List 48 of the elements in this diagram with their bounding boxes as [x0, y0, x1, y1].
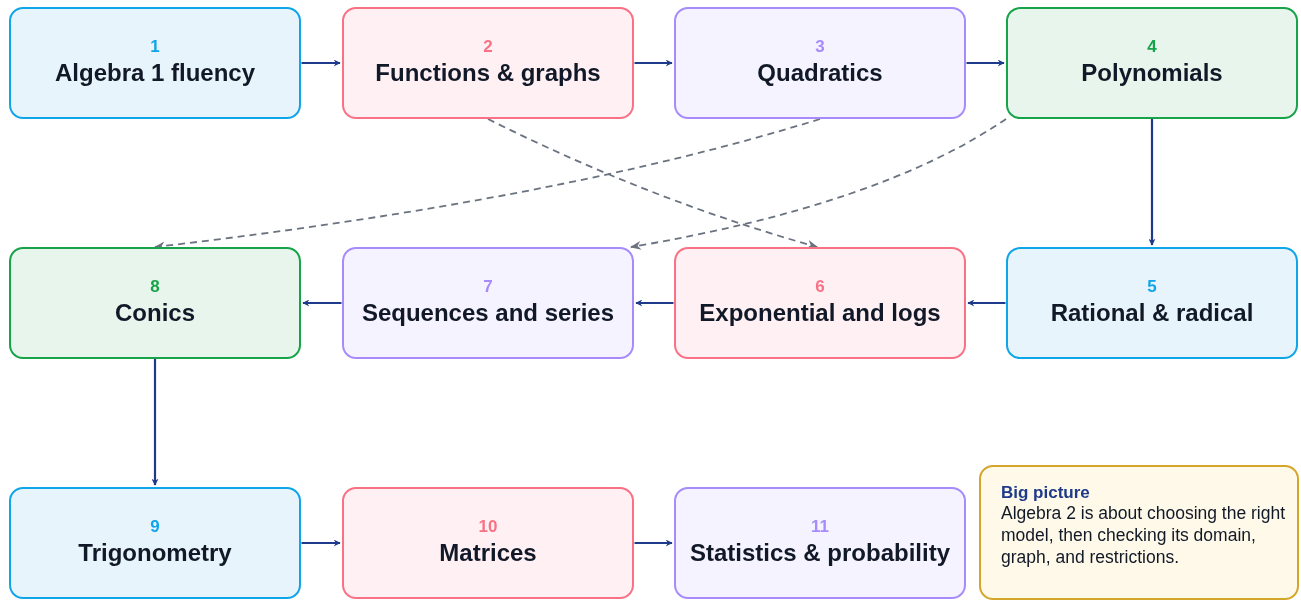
arrow: [966, 59, 1005, 67]
step-number: 1: [150, 38, 160, 57]
dashed-arrow: [487, 118, 819, 249]
topic-box: [342, 487, 634, 599]
arrow: [634, 59, 673, 67]
topic-box: [9, 487, 301, 599]
topic-box: [1006, 7, 1298, 119]
step-number: 6: [815, 278, 825, 297]
topic-box: [674, 7, 966, 119]
dashed-arrow: [630, 118, 1007, 250]
step-number: 11: [811, 518, 829, 537]
step-number: 2: [483, 38, 493, 57]
note-card: [979, 465, 1299, 600]
arrow: [301, 539, 341, 547]
arrow: [634, 539, 673, 547]
step-number: 5: [1147, 278, 1157, 297]
step-number: 9: [150, 518, 160, 537]
note-text: Algebra 2 is about choosing the right model, then checking its domain, graph, and restrictions.: [1001, 503, 1287, 569]
topic-title: Conics: [114, 297, 196, 328]
topic-title: Matrices: [438, 537, 538, 568]
topic-title: Functions & graphs: [374, 57, 602, 88]
topic-box: [342, 247, 634, 359]
arrow: [1148, 119, 1156, 246]
topic-title: Exponential and logs: [698, 297, 942, 328]
arrow: [302, 299, 342, 307]
topic-box: [9, 247, 301, 359]
topic-title: Polynomials: [1080, 57, 1224, 88]
topic-title: Rational & radical: [1049, 297, 1255, 328]
topic-box: [9, 7, 301, 119]
topic-box: [674, 487, 966, 599]
topic-box: [342, 7, 634, 119]
topic-title: Quadratics: [756, 57, 884, 88]
topic-box: [1006, 247, 1298, 359]
step-number: 3: [815, 38, 825, 57]
note-heading: Big picture: [1001, 483, 1091, 504]
step-number: 4: [1147, 38, 1157, 57]
arrow: [151, 359, 159, 486]
arrow: [635, 299, 674, 307]
arrow: [301, 59, 341, 67]
step-number: 7: [483, 278, 493, 297]
topic-box: [674, 247, 966, 359]
topic-title: Trigonometry: [77, 537, 233, 568]
topic-title: Statistics & probability: [688, 537, 952, 568]
arrow: [967, 299, 1006, 307]
step-number: 10: [478, 518, 498, 537]
step-number: 8: [150, 278, 160, 297]
topic-title: Algebra 1 fluency: [53, 57, 257, 88]
topic-title: Sequences and series: [360, 297, 616, 328]
